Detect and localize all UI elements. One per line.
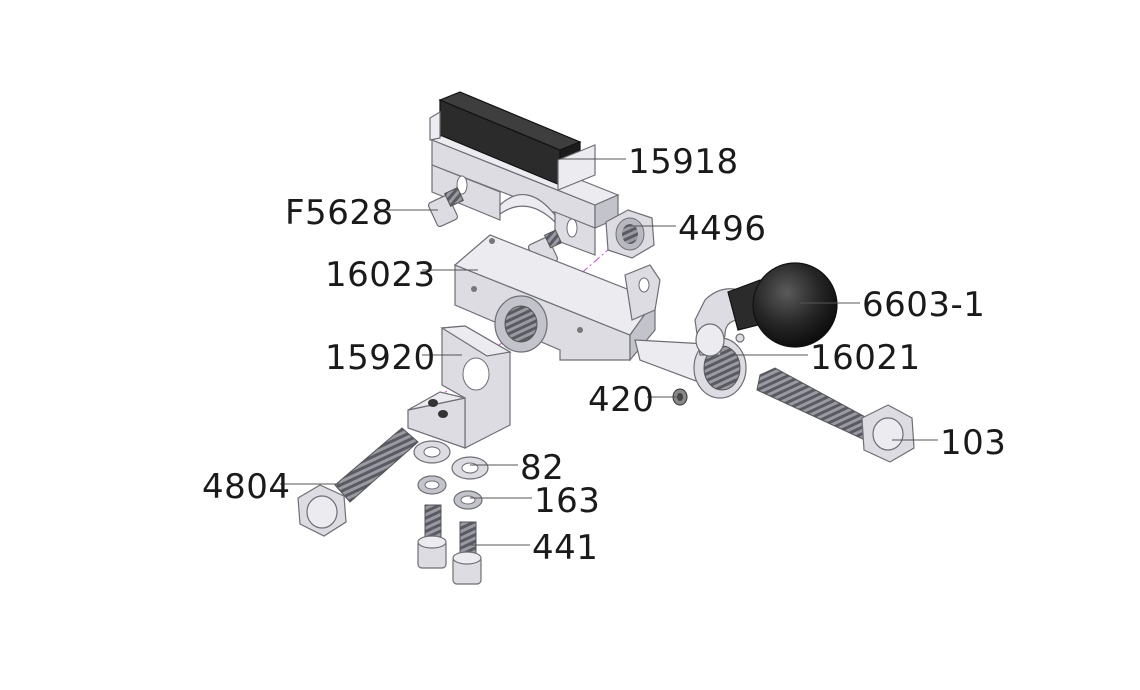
washers-82: [413, 440, 489, 480]
callout-15918: 15918: [628, 142, 739, 182]
callout-16023: 16023: [325, 255, 436, 295]
callout-4496: 4496: [678, 209, 767, 249]
callout-420: 420: [588, 380, 655, 420]
cap-screws-441: [417, 504, 482, 585]
washers-163: [417, 475, 483, 510]
leader-lines: [280, 158, 938, 546]
callout-441: 441: [532, 528, 599, 568]
callout-16021: 16021: [810, 338, 921, 378]
callout-15920: 15920: [325, 338, 436, 378]
cap-screw-f5628: [427, 187, 464, 228]
bolt-103: [756, 367, 915, 463]
bracket-15920: [407, 325, 512, 449]
bolt-4804: [297, 427, 419, 537]
knob-6603-1: [694, 262, 838, 357]
callout-163: 163: [534, 481, 601, 521]
callout-f5628: F5628: [285, 193, 394, 233]
callout-103: 103: [940, 423, 1007, 463]
clamp-plate-15918: [429, 91, 620, 256]
callout-82: 82: [520, 448, 565, 488]
callout-4804: 4804: [202, 467, 291, 507]
callout-6603-1: 6603-1: [862, 285, 986, 325]
main-block-16023: [453, 234, 661, 362]
